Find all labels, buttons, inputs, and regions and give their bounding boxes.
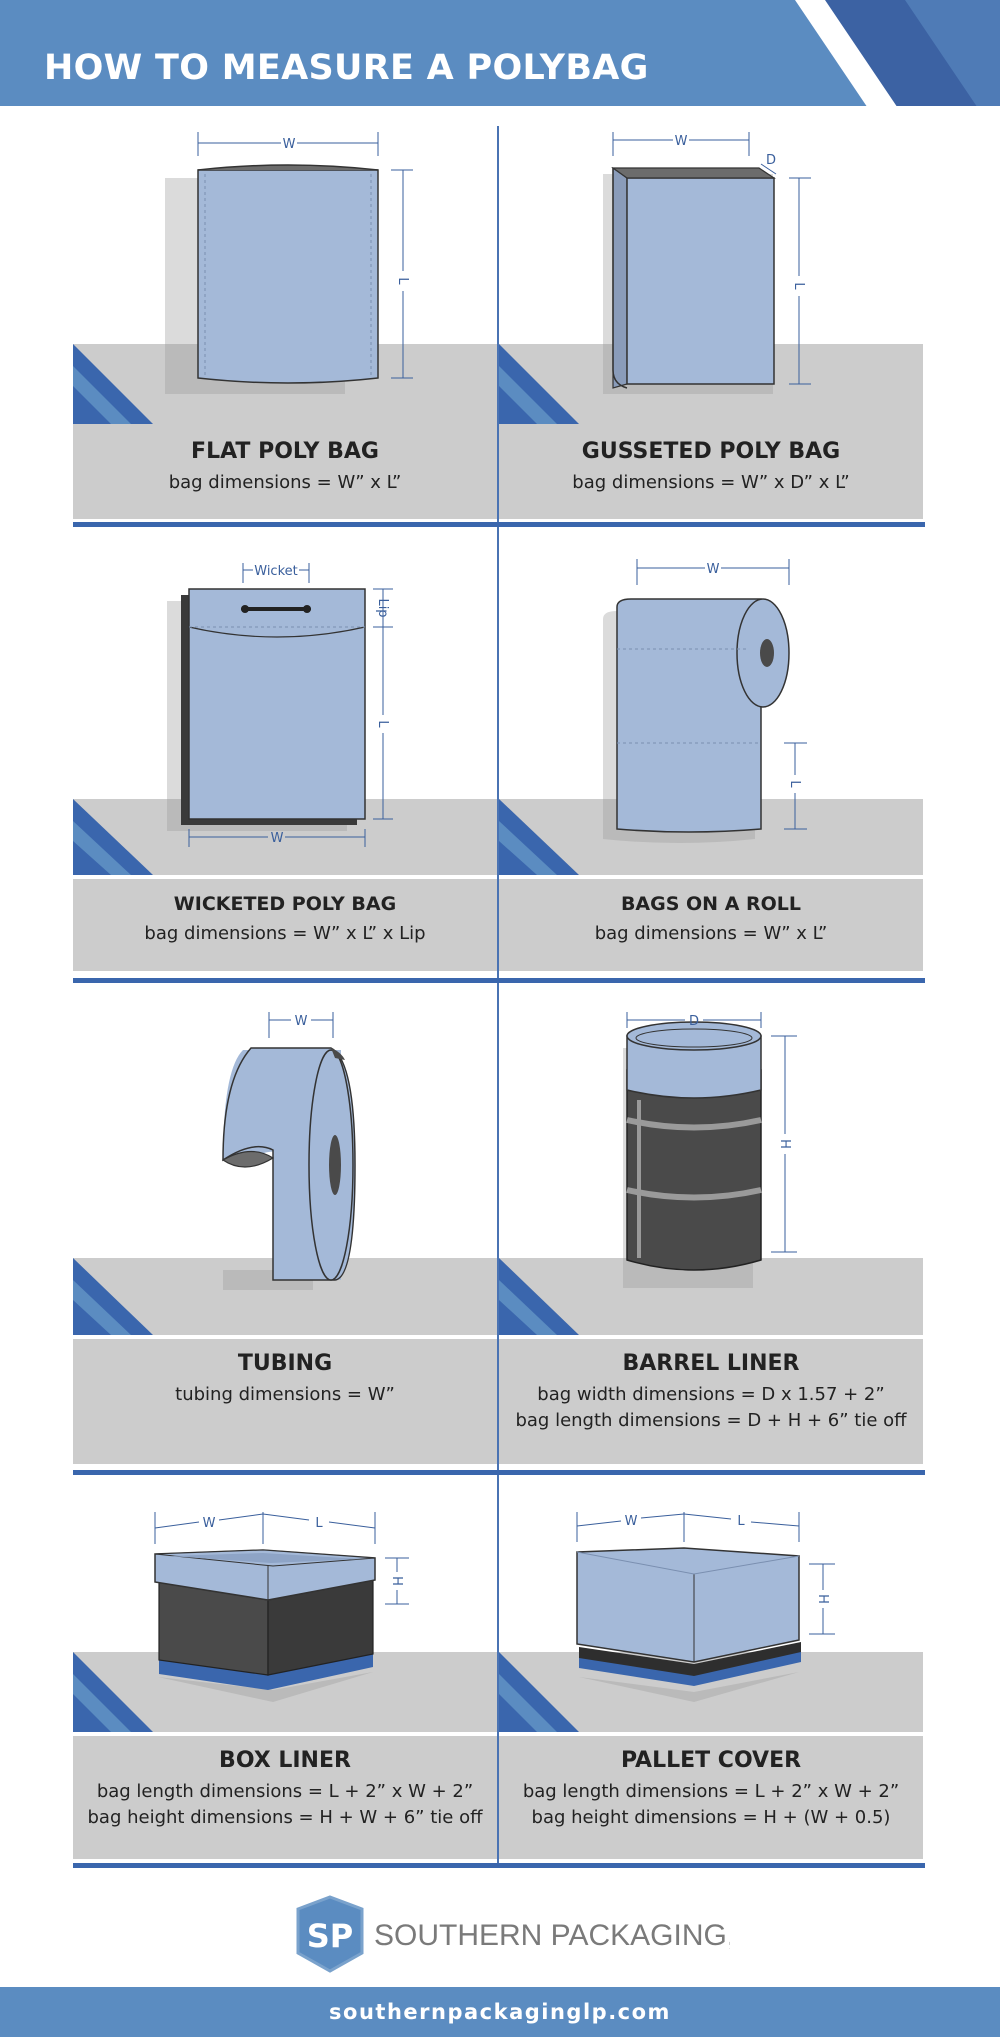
dim-label: H bbox=[777, 1139, 792, 1149]
dim-label: D bbox=[766, 153, 776, 168]
dim-label: L bbox=[791, 282, 806, 290]
column-divider bbox=[497, 126, 499, 1868]
company-name: SOUTHERN PACKAGING, LP bbox=[374, 1919, 730, 1952]
caption: BAGS ON A ROLL bag dimensions = W” x L” bbox=[499, 879, 923, 971]
page-footer: southernpackaginglp.com bbox=[0, 1987, 1000, 2037]
panel-desc: bag height dimensions = H + W + 6” tie o… bbox=[87, 1807, 483, 1828]
caption: FLAT POLY BAG bag dimensions = W” x L” bbox=[73, 427, 497, 519]
caption: TUBING tubing dimensions = W” bbox=[73, 1339, 497, 1464]
row-divider bbox=[73, 1863, 925, 1868]
website-link[interactable]: southernpackaginglp.com bbox=[329, 2000, 671, 2024]
caption: BOX LINER bag length dimensions = L + 2”… bbox=[73, 1736, 497, 1859]
flat-bag-illustration: W L bbox=[73, 132, 497, 439]
row-divider bbox=[73, 978, 925, 983]
panel-name: BARREL LINER bbox=[622, 1351, 800, 1376]
panel-name: BAGS ON A ROLL bbox=[620, 893, 802, 915]
dim-label: L bbox=[787, 780, 802, 788]
panel-box-liner: W L H BOX LINER bag length dimensions = … bbox=[73, 1482, 497, 1887]
panel-desc: bag width dimensions = D x 1.57 + 2” bbox=[537, 1384, 885, 1405]
dim-label: H bbox=[389, 1576, 404, 1586]
dim-label: W bbox=[295, 1014, 308, 1029]
panel-name: GUSSETED POLY BAG bbox=[581, 439, 841, 464]
dim-label: Lip bbox=[375, 598, 390, 617]
logo-initials: SP bbox=[307, 1917, 354, 1955]
dim-label: L bbox=[375, 720, 390, 728]
panel-flat-poly-bag: W L FLAT POLY BAG bag dimensions = W” x … bbox=[73, 126, 497, 531]
panel-wicketed-poly-bag: Wicket Lip L W WICKETED POLY BAG bag dim… bbox=[73, 535, 497, 971]
panel-name: FLAT POLY BAG bbox=[191, 439, 379, 464]
row-divider bbox=[73, 1470, 925, 1475]
dim-label: W bbox=[203, 1516, 216, 1531]
tubing-illustration: W bbox=[73, 1012, 497, 1335]
dim-label: L bbox=[315, 1516, 323, 1531]
box-liner-illustration: W L H bbox=[73, 1512, 497, 1732]
gusseted-bag-illustration: W D L bbox=[499, 132, 923, 439]
page-title: HOW TO MEASURE A POLYBAG bbox=[44, 48, 649, 88]
caption: PALLET COVER bag length dimensions = L +… bbox=[499, 1736, 923, 1859]
dim-label: W bbox=[675, 134, 688, 149]
dim-label: D bbox=[689, 1014, 699, 1029]
panel-desc: bag length dimensions = L + 2” x W + 2” bbox=[96, 1781, 474, 1802]
dim-label: H bbox=[815, 1594, 830, 1604]
barrel-liner-illustration: D H bbox=[499, 1012, 923, 1335]
panel-bags-on-a-roll: W L BAGS ON A ROLL bag dimensions = W” x… bbox=[499, 535, 923, 971]
caption: GUSSETED POLY BAG bag dimensions = W” x … bbox=[499, 427, 923, 519]
dim-label: W bbox=[283, 137, 296, 152]
panel-name: WICKETED POLY BAG bbox=[173, 893, 397, 915]
dim-label: L bbox=[737, 1514, 745, 1529]
panel-desc: bag height dimensions = H + (W + 0.5) bbox=[531, 1807, 891, 1828]
row-divider bbox=[73, 522, 925, 527]
wicketed-bag-illustration: Wicket Lip L W bbox=[73, 563, 497, 875]
logo-mark: SP SOUTHERN PACKAGING, LP bbox=[296, 1895, 780, 1973]
panel-name: BOX LINER bbox=[219, 1748, 351, 1773]
panel-desc: bag dimensions = W” x L” x Lip bbox=[144, 923, 426, 944]
caption: BARREL LINER bag width dimensions = D x … bbox=[499, 1339, 923, 1464]
dim-label: W bbox=[271, 831, 284, 846]
panel-pallet-cover: W L H PALLET COVER bag length dimensions… bbox=[499, 1482, 923, 1887]
dim-label: Wicket bbox=[254, 564, 298, 579]
dim-label: L bbox=[395, 277, 410, 285]
panel-desc: bag length dimensions = D + H + 6” tie o… bbox=[515, 1410, 907, 1431]
panel-desc: tubing dimensions = W” bbox=[175, 1384, 395, 1405]
panel-name: PALLET COVER bbox=[620, 1748, 802, 1773]
panel-desc: bag dimensions = W” x L” bbox=[168, 472, 402, 493]
panel-tubing: W TUBING tubing dimensions = W” bbox=[73, 990, 497, 1464]
panel-barrel-liner: D H BARREL LINER bag width dimensions = … bbox=[499, 990, 923, 1464]
dim-label: W bbox=[707, 562, 720, 577]
page-header: HOW TO MEASURE A POLYBAG bbox=[0, 0, 1000, 106]
panel-desc: bag dimensions = W” x D” x L” bbox=[572, 472, 850, 493]
panel-desc: bag dimensions = W” x L” bbox=[594, 923, 828, 944]
panel-gusseted-poly-bag: W D L GUSSETED POLY BAG bag dimensions =… bbox=[499, 126, 923, 531]
panel-desc: bag length dimensions = L + 2” x W + 2” bbox=[522, 1781, 900, 1802]
panel-name: TUBING bbox=[237, 1351, 333, 1376]
dim-label: W bbox=[625, 1514, 638, 1529]
roll-bag-illustration: W L bbox=[499, 559, 923, 875]
caption: WICKETED POLY BAG bag dimensions = W” x … bbox=[73, 879, 497, 971]
company-logo: SP SOUTHERN PACKAGING, LP bbox=[290, 1895, 780, 1975]
pallet-cover-illustration: W L H bbox=[499, 1512, 923, 1732]
